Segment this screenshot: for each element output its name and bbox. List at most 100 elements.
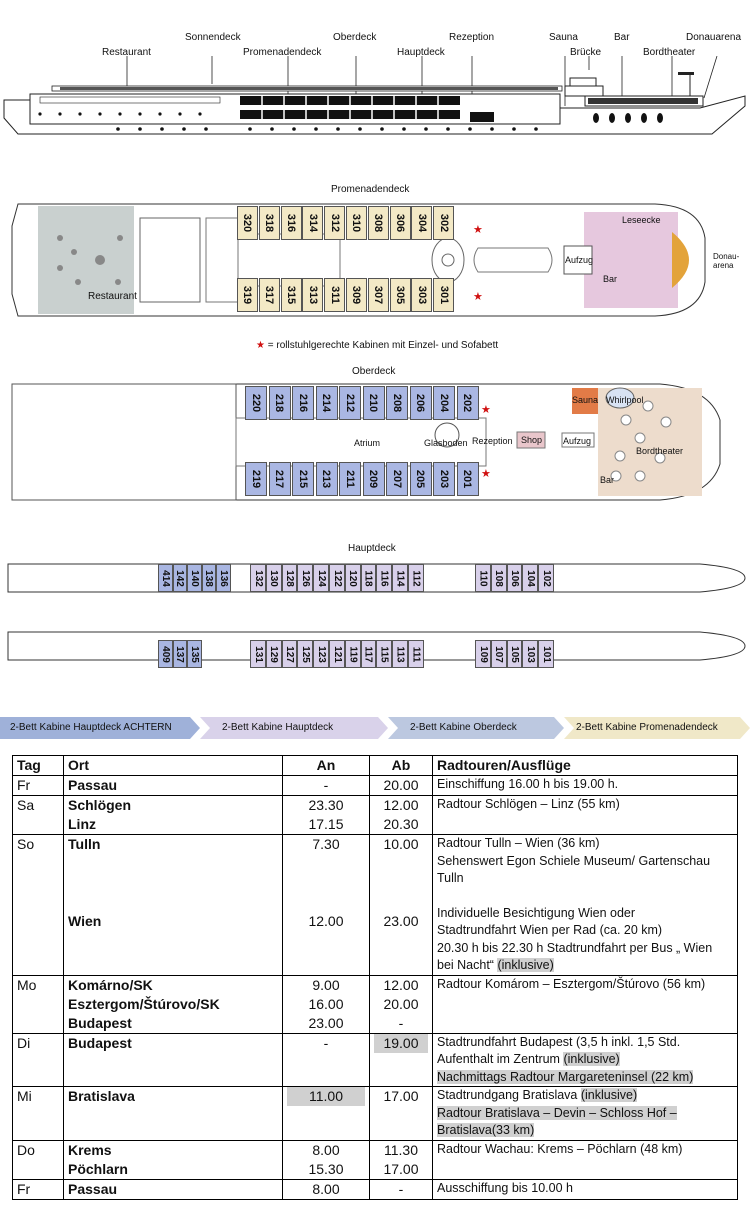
promenade-restaurant-label: Restaurant — [88, 291, 137, 302]
cabin-136: 136 — [216, 564, 231, 592]
cabin-number: 104 — [524, 569, 536, 587]
row-tour: Nachmittags Radtour Margareteninsel (22 … — [437, 1069, 694, 1084]
cabin-105: 105 — [506, 640, 523, 668]
cabin-number: 116 — [378, 569, 390, 587]
cabin-number: 218 — [273, 393, 286, 413]
cabin-number: 117 — [362, 645, 374, 663]
cabin-128: 128 — [281, 564, 298, 592]
row-ab: 19.00 — [374, 1033, 428, 1053]
row-an: 7.30 — [312, 836, 340, 852]
row-ort: Linz — [68, 816, 96, 832]
cabin-122: 122 — [329, 564, 345, 592]
cabin-number: 219 — [249, 469, 262, 489]
row-tag: So — [12, 834, 64, 976]
row-an: 23.30 — [308, 797, 344, 813]
row-tag: Sa — [12, 795, 64, 835]
row-tour: Ausschiffung bis 10.00 h — [437, 1180, 573, 1195]
cabin-204: 204 — [433, 386, 455, 420]
cabin-number: 205 — [414, 469, 427, 489]
row-tour: Sehenswert Egon Schiele Museum/ Gartensc… — [437, 853, 711, 868]
cabin-number: 118 — [362, 569, 374, 587]
cabin-320: 320 — [237, 206, 258, 240]
row-tour: Radtour Wachau: Krems – Pöchlarn (48 km) — [437, 1141, 683, 1156]
row-ab: 23.00 — [383, 913, 419, 929]
row-ort: Krems — [68, 1141, 112, 1158]
cabin-110: 110 — [475, 564, 491, 592]
row-ort: Budapest — [68, 1014, 132, 1031]
legend-label: 2-Bett Kabine Hauptdeck ACHTERN — [10, 722, 172, 733]
row-tour: Einschiffung 16.00 h bis 19.00 h. — [437, 777, 619, 791]
row-ort: Wien — [68, 913, 102, 929]
cabin-number: 122 — [331, 569, 343, 587]
row-tour: Bratislava(33 km) — [437, 1123, 535, 1137]
cabin-301: 301 — [433, 278, 455, 312]
row-tour: Aufenthalt im Zentrum — [437, 1052, 560, 1066]
row-tag: Fr — [12, 1178, 64, 1200]
row-tag: Fr — [12, 775, 64, 796]
cabin-209: 209 — [362, 462, 385, 496]
cabin-number: 311 — [328, 286, 341, 304]
oberdeck-shop-label: Shop — [521, 435, 543, 445]
table-row: So Tulln Wien 7.30 12.00 10.00 23.00 Rad… — [12, 834, 738, 976]
wheelchair-star-icon: ★ — [473, 224, 483, 236]
legend-oberdeck: 2-Bett Kabine Oberdeck — [388, 717, 564, 739]
row-ort: Tulln — [68, 836, 101, 852]
label-hauptdeck: Hauptdeck — [397, 47, 445, 58]
table-row: Do Krems Pöchlarn 8.00 15.30 11.30 17.00… — [12, 1139, 738, 1180]
ship-profile — [3, 56, 746, 135]
cabin-112: 112 — [408, 564, 424, 592]
cabin-121: 121 — [329, 640, 345, 668]
row-tour: Stadtrundfahrt Wien per Rad (ca. 20 km) — [437, 923, 663, 937]
cabin-215: 215 — [292, 462, 314, 496]
row-ort: Komárno/SK — [68, 976, 153, 993]
cabin-113: 113 — [392, 640, 408, 668]
label-bar: Bar — [614, 32, 630, 43]
oberdeck-glasboden-label: Glasboden — [424, 438, 468, 448]
cabin-217: 217 — [268, 462, 291, 496]
cabin-205: 205 — [409, 462, 432, 496]
table-row: Mo Komárno/SK Esztergom/Štúrovo/SK Budap… — [12, 974, 738, 1034]
oberdeck-aufzug-label: Aufzug — [563, 436, 592, 446]
header-ort: Ort — [63, 755, 283, 776]
cabin-number: 130 — [268, 569, 280, 587]
cabin-number: 201 — [461, 469, 474, 489]
cabin-number: 216 — [296, 393, 309, 413]
cabin-number: 124 — [315, 569, 327, 587]
table-header-row: Tag Ort An Ab Radtouren/Ausflüge — [12, 755, 738, 776]
cabin-114: 114 — [392, 564, 408, 592]
cabin-number: 114 — [394, 569, 406, 587]
cabin-309: 309 — [346, 278, 367, 312]
cabin-219: 219 — [245, 462, 267, 496]
inklusive-highlight: (inklusive) — [497, 958, 554, 972]
cabin-number: 125 — [299, 645, 311, 663]
cabin-number: 208 — [390, 393, 403, 413]
cabin-214: 214 — [315, 386, 338, 420]
label-sauna: Sauna — [549, 32, 578, 43]
cabin-number: 204 — [437, 393, 450, 413]
cabin-number: 318 — [263, 213, 276, 233]
cabin-104: 104 — [522, 564, 539, 592]
cabin-number: 119 — [347, 645, 359, 663]
cabin-129: 129 — [265, 640, 282, 668]
cabin-123: 123 — [313, 640, 329, 668]
cabin-number: 310 — [350, 213, 363, 233]
cabin-number: 304 — [415, 213, 428, 233]
cabin-number: 135 — [188, 645, 200, 663]
header-an: An — [282, 755, 370, 776]
cabin-302: 302 — [433, 206, 455, 240]
cabin-number: 131 — [252, 645, 264, 663]
cabin-number: 106 — [509, 569, 520, 587]
row-ort: Budapest — [68, 1034, 132, 1051]
cabin-number: 112 — [410, 569, 422, 587]
oberdeck-bordtheater-label: Bordtheater — [636, 446, 684, 456]
cabin-number: 203 — [437, 469, 450, 489]
cabin-212: 212 — [339, 386, 361, 420]
legend-label: 2-Bett Kabine Hauptdeck — [222, 722, 334, 733]
row-an: 16.00 — [308, 995, 344, 1012]
oberdeck-title: Oberdeck — [352, 366, 396, 377]
cabin-103: 103 — [522, 640, 539, 668]
cabin-number: 213 — [320, 469, 333, 489]
cabin-number: 128 — [284, 569, 295, 587]
cabin-number: 313 — [306, 285, 319, 305]
